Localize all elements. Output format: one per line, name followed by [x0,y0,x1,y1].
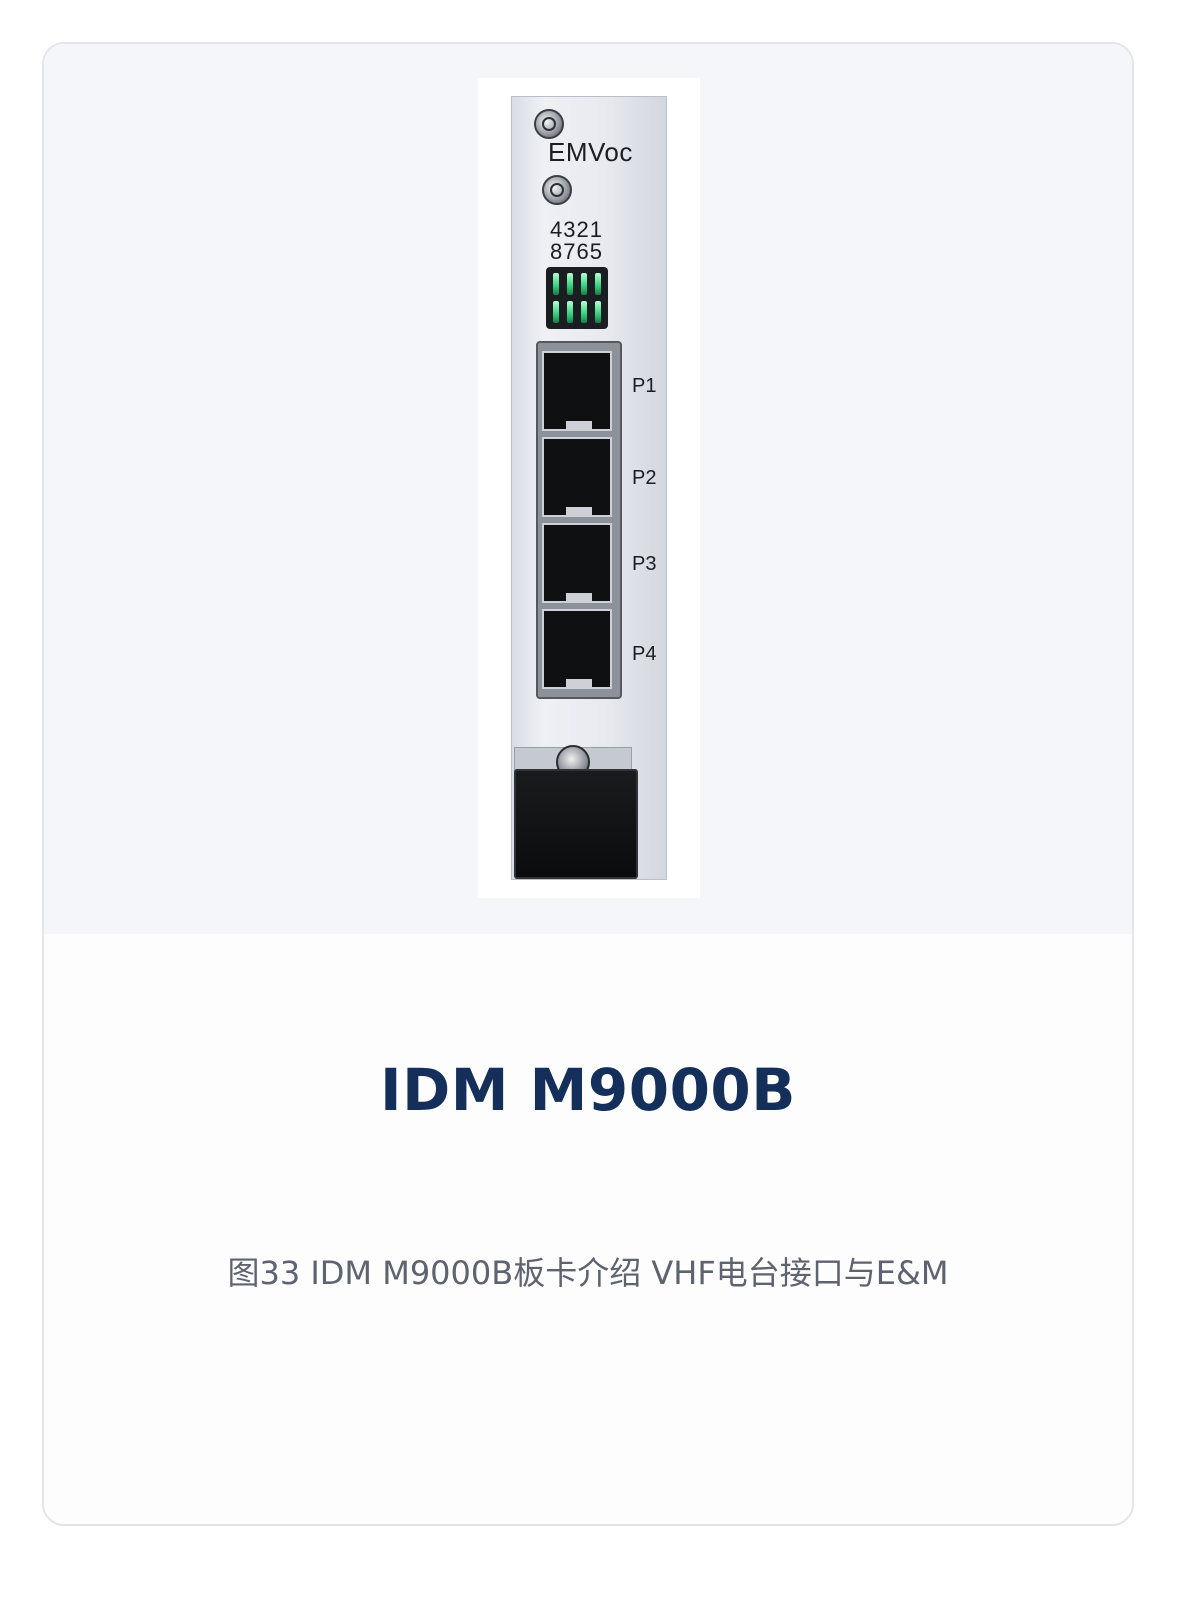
port-label-p3: P3 [632,553,657,575]
led-icon [594,301,601,323]
led-icon [580,273,587,295]
rj45-port-icon [542,437,612,517]
rj45-port-housing [536,341,622,699]
rj45-port-icon [542,609,612,689]
led-digits-top: 4321 [550,217,603,242]
board-faceplate: EMVoc 4321 8765 [511,96,667,880]
led-icon [567,273,574,295]
port-label-p1: P1 [632,375,657,397]
rj45-port-icon [542,523,612,603]
led-icon [553,273,560,295]
product-title: IDM M9000B [380,1056,796,1124]
led-icon [567,301,574,323]
product-photo: EMVoc 4321 8765 [478,78,700,898]
top-screw-icon [534,109,564,139]
ejector-handle [514,769,638,879]
figure-caption: 图33 IDM M9000B板卡介绍 VHF电台接口与E&M [227,1254,949,1292]
indicator-screw-icon [542,175,572,205]
port-label-p4: P4 [632,643,657,665]
led-indicator-block [546,267,608,329]
led-icon [580,301,587,323]
port-label-p2: P2 [632,467,657,489]
led-icon [594,273,601,295]
product-card: EMVoc 4321 8765 [42,42,1134,1526]
led-icon [553,301,560,323]
rj45-port-icon [542,351,612,431]
board-brand-label: EMVoc [548,137,633,167]
product-image-area: EMVoc 4321 8765 [44,44,1132,934]
led-digits-bottom: 8765 [550,239,603,264]
